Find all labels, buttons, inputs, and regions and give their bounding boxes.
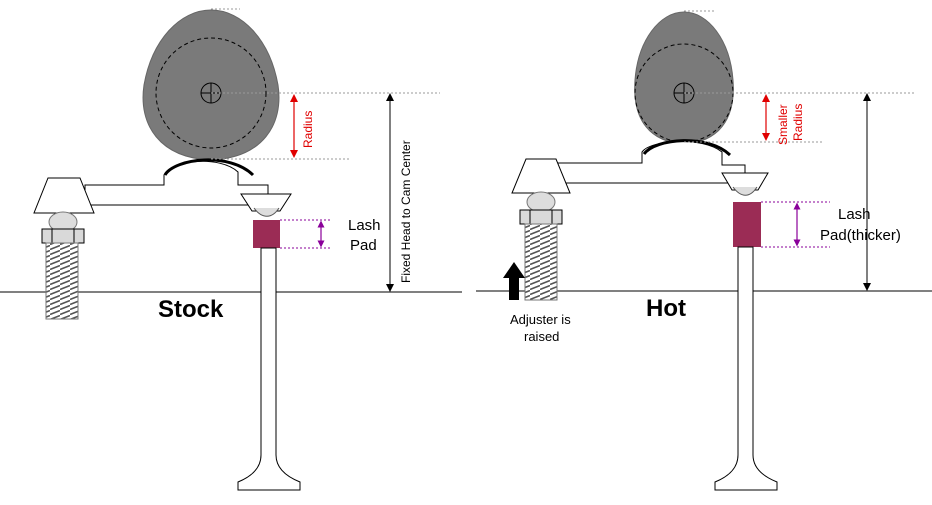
adjuster-label-2: raised [524,329,559,344]
hot-adjuster-stud [524,223,558,301]
stock-lash-label-2: Pad [350,237,377,254]
stock-adjuster-stud [45,242,79,320]
stock-adjuster-nut [41,228,85,244]
stock-valve-cup [240,193,292,212]
stock-lash-pad [253,220,280,248]
hot-valve-cup [721,172,769,191]
stock-title: Stock [158,296,224,323]
stock-valve [237,247,301,491]
hot-assembly: Adjuster is raised Lash Pad(thicker) Sma… [503,10,915,491]
hot-lash-label-2: Pad(thicker) [820,227,901,244]
stock-pivot-cone [33,177,95,214]
hot-valve [714,246,778,491]
hot-title: Hot [646,295,686,322]
hot-radius-label-2: Radius [791,104,805,141]
stock-lash-label-1: Lash [348,217,381,234]
hot-adjuster-nut [519,209,563,225]
fixed-head-label: Fixed Head to Cam Center [399,140,413,283]
hot-lash-pad [733,202,761,247]
hot-rocker-roller [642,139,732,157]
hot-pivot-cone [511,158,571,194]
hot-radius-label-1: Smaller [776,104,790,145]
hot-cam-lobe [634,11,734,145]
adjuster-label-1: Adjuster is [510,312,571,327]
stock-rocker-roller [163,158,255,177]
hot-lash-label-1: Lash [838,206,871,223]
stock-base-circle [155,37,267,149]
adjuster-raised-arrow [503,262,525,300]
stock-radius-label: Radius [301,111,315,148]
hot-pivot-ball [526,191,556,213]
stock-assembly: Lash Pad Radius Fixed Head to Cam Center… [33,8,440,491]
